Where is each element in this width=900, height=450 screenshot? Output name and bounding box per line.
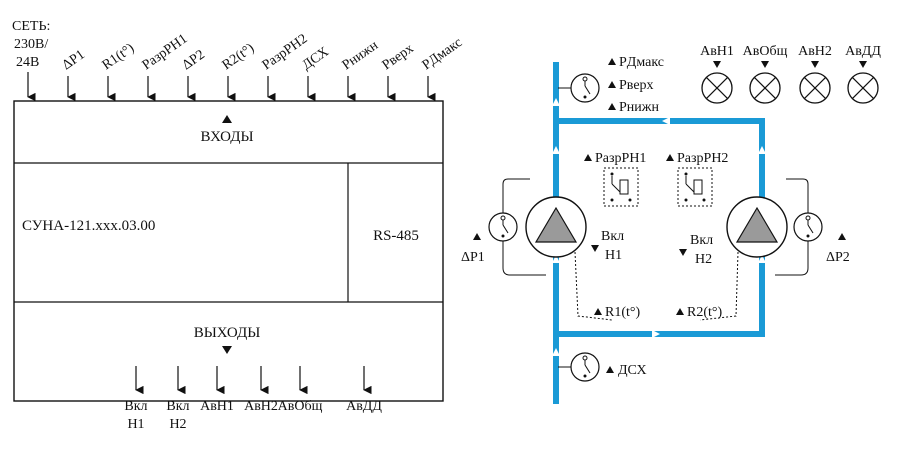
r1-triangle-icon xyxy=(594,308,602,315)
perm1-label: РазрРН1 xyxy=(595,151,646,166)
pnizhn-label: Pнижн xyxy=(619,100,659,115)
r1-label: R1(t°) xyxy=(605,305,640,320)
input-label: Pверх xyxy=(380,41,417,73)
dp1-label: ΔP1 xyxy=(461,250,485,265)
pressure-switch-dp1 xyxy=(488,212,518,242)
perm-switch-2 xyxy=(677,167,713,207)
output-arrows xyxy=(135,366,372,395)
dp2-triangle-icon xyxy=(838,233,846,240)
controller-outline xyxy=(13,100,444,402)
power-label-1: СЕТЬ: xyxy=(12,19,50,34)
pnizhn-triangle-icon xyxy=(608,103,616,110)
flow-arrow-icon xyxy=(552,255,560,263)
pump-triangle-icon xyxy=(735,206,779,243)
lamp-label: АвДД xyxy=(845,44,881,59)
pump1-triangle-icon xyxy=(591,245,599,252)
pverh-label: Pверх xyxy=(619,78,654,93)
interface-label: RS-485 xyxy=(373,228,419,244)
dp2-label: ΔP2 xyxy=(826,250,850,265)
flow-arrow-icon xyxy=(758,146,766,154)
pressure-switch-dsx xyxy=(558,352,600,382)
output-label: АвН1 xyxy=(200,399,234,414)
output-label-2: Н1 xyxy=(127,417,144,432)
output-label: АвДД xyxy=(346,399,382,414)
output-label-2: Н2 xyxy=(169,417,186,432)
output-label: Вкл xyxy=(124,399,147,414)
pressure-switch-dp2 xyxy=(793,212,823,242)
power-label-3: 24В xyxy=(16,55,39,70)
dsx-label: ДСХ xyxy=(618,363,647,378)
inputs-title: ВХОДЫ xyxy=(200,129,253,145)
dp1-triangle-icon xyxy=(473,233,481,240)
alarm-lamps: АвН1 АвОбщ АвН2 АвДД xyxy=(700,44,881,104)
flow-arrow-icon xyxy=(552,348,560,356)
pump-triangle-icon xyxy=(534,206,578,243)
alarm-lamp: АвОбщ xyxy=(743,44,788,104)
pressure-switch-top xyxy=(558,73,600,103)
alarm-lamp: АвН1 xyxy=(700,44,734,104)
pump-1 xyxy=(525,196,587,258)
input-label: R2(t°) xyxy=(220,41,258,74)
lamp-triangle-icon xyxy=(811,61,819,68)
pump2-label-1: Вкл xyxy=(690,233,713,248)
outputs-triangle-icon xyxy=(222,346,232,354)
pump1-label-1: Вкл xyxy=(601,229,624,244)
lamp-label: АвОбщ xyxy=(743,44,788,59)
input-label: ΔP1 xyxy=(60,47,88,73)
flow-arrow-icon xyxy=(552,146,560,154)
pverh-triangle-icon xyxy=(608,81,616,88)
input-label: R1(t°) xyxy=(100,41,138,74)
flow-arrow-icon xyxy=(652,330,660,338)
lamp-label: АвН1 xyxy=(700,44,734,59)
lamp-label: АвН2 xyxy=(798,44,832,59)
perm-switch-1 xyxy=(603,167,639,207)
lamp-triangle-icon xyxy=(761,61,769,68)
flow-arrow-icon xyxy=(758,255,766,263)
r2-triangle-icon xyxy=(676,308,684,315)
perm1-triangle-icon xyxy=(584,154,592,161)
power-label-2: 230В/ xyxy=(14,37,48,52)
perm2-label: РазрРН2 xyxy=(677,151,728,166)
input-label: PДмакс xyxy=(420,35,465,73)
r2-label: R2(t°) xyxy=(687,305,722,320)
pump1-label-2: Н1 xyxy=(605,248,622,263)
flow-arrow-icon xyxy=(662,117,670,125)
alarm-lamp: АвДД xyxy=(845,44,881,104)
lamp-triangle-icon xyxy=(713,61,721,68)
input-label: ΔP2 xyxy=(180,47,208,73)
perm2-triangle-icon xyxy=(666,154,674,161)
input-label: Pнижн xyxy=(340,38,382,73)
pump-2 xyxy=(726,196,788,258)
dsx-triangle-icon xyxy=(606,366,614,373)
output-label: Вкл xyxy=(166,399,189,414)
output-label: АвОбщ xyxy=(278,399,323,414)
model-label: СУНА-121.xxx.03.00 xyxy=(22,218,155,234)
inputs-triangle-icon xyxy=(222,115,232,123)
outputs-title: ВЫХОДЫ xyxy=(194,325,261,341)
pdmax-label: PДмакс xyxy=(619,55,664,70)
flow-arrow-icon xyxy=(552,98,560,106)
hydraulic-scheme: АвН1 АвОбщ АвН2 АвДД PДмакс Pверх Pнижн Раз… xyxy=(461,44,881,404)
lamp-triangle-icon xyxy=(859,61,867,68)
pdmax-triangle-icon xyxy=(608,58,616,65)
input-arrows xyxy=(27,72,436,102)
pump2-triangle-icon xyxy=(679,249,687,256)
alarm-lamp: АвН2 xyxy=(798,44,832,104)
input-label: ДСХ xyxy=(300,45,332,74)
output-label: АвН2 xyxy=(244,399,278,414)
pump2-label-2: Н2 xyxy=(695,252,712,267)
